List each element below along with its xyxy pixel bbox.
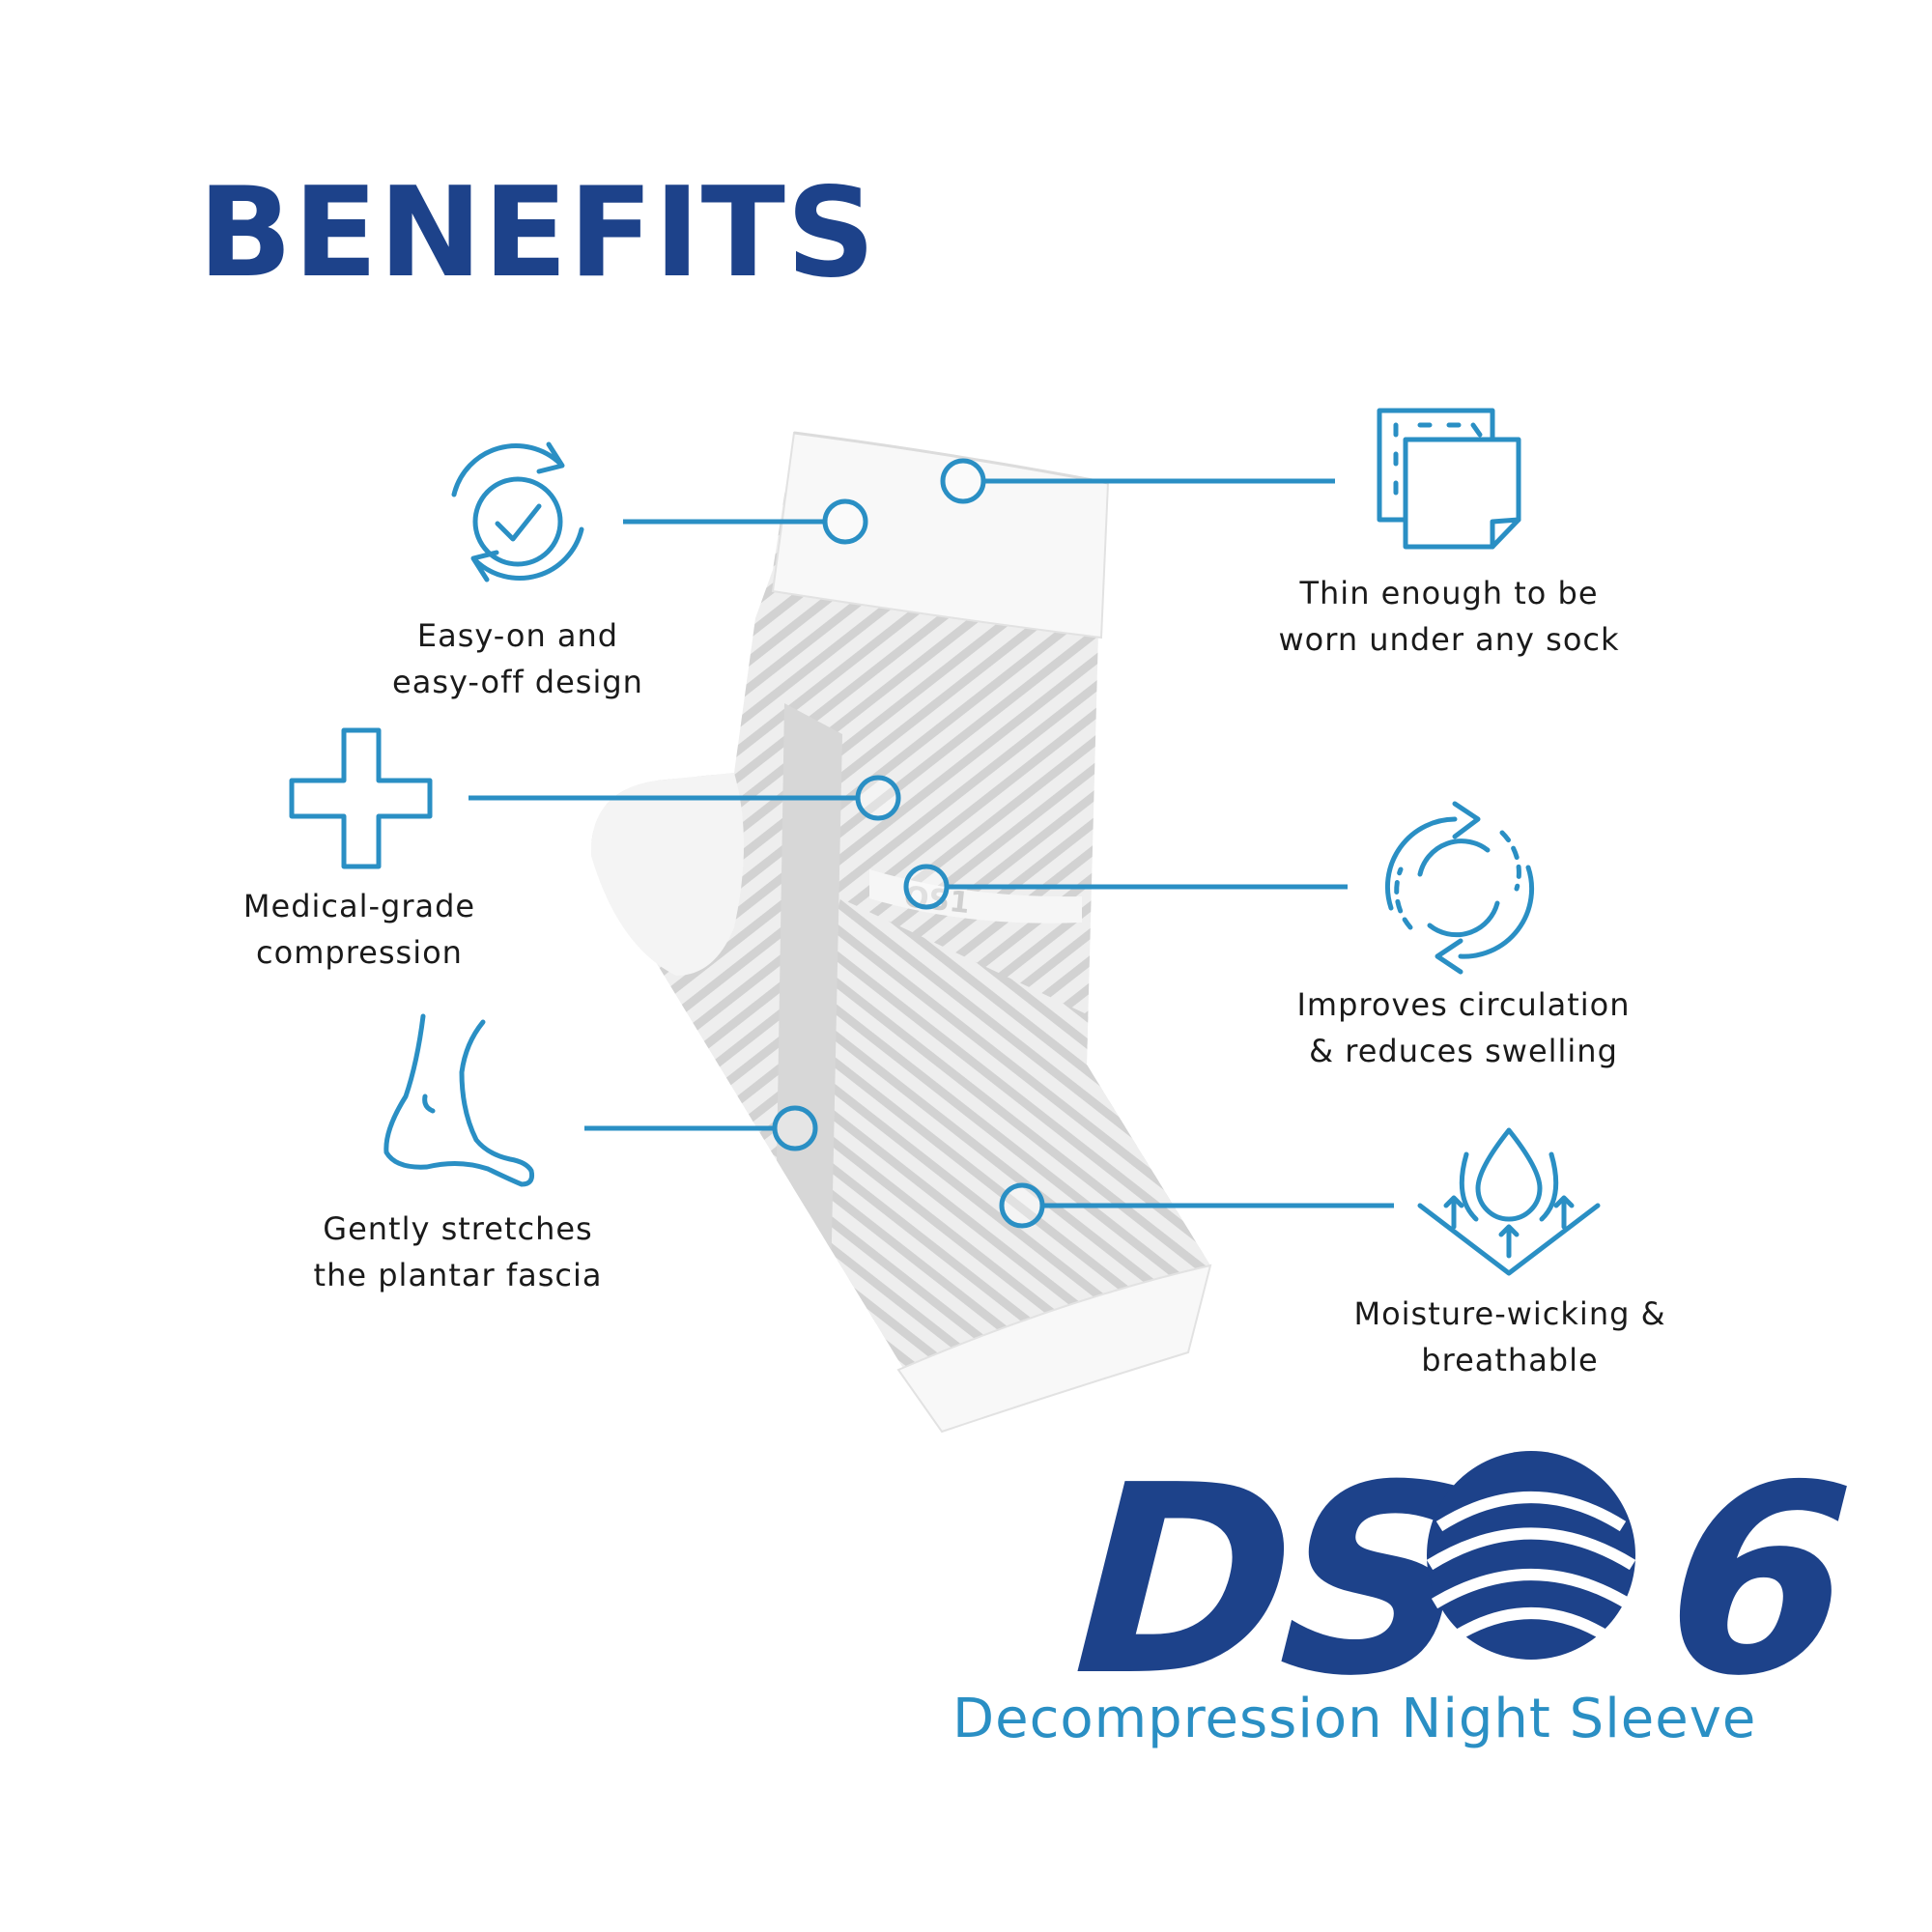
callout-connectors (469, 458, 1394, 1229)
connector-stretch (584, 1105, 818, 1151)
caption-compression: Medical-grade compression (242, 888, 476, 971)
svg-text:DS: DS (1038, 1430, 1495, 1733)
page-title: BENEFITS (198, 161, 877, 305)
connector-compression (469, 775, 901, 821)
ds6-emblem-globe (1426, 1451, 1636, 1660)
layered-sheets-icon (1377, 408, 1521, 550)
connector-easy-on (623, 498, 868, 545)
night-sleeve-product-image: OS1 (590, 431, 1212, 1434)
caption-circulation: Improves circulation & reduces swelling (1296, 986, 1631, 1069)
connector-thin (940, 458, 1335, 504)
connector-moisture (999, 1182, 1394, 1229)
caption-easy-on: Easy-on and easy-off design (392, 617, 643, 700)
product-subtitle: Decompression Night Sleeve (952, 1688, 1757, 1750)
caption-thin: Thin enough to be worn under any sock (1278, 575, 1620, 658)
check-cycle-icon (451, 441, 584, 582)
foot-icon (384, 1013, 534, 1187)
circular-arrows-icon (1384, 801, 1535, 975)
water-drop-wicking-icon (1417, 1127, 1601, 1276)
caption-stretch: Gently stretches the plantar fascia (313, 1210, 603, 1293)
caption-moisture: Moisture-wicking & breathable (1353, 1295, 1666, 1378)
connector-circulation (903, 864, 1348, 910)
medical-cross-icon (289, 727, 433, 869)
